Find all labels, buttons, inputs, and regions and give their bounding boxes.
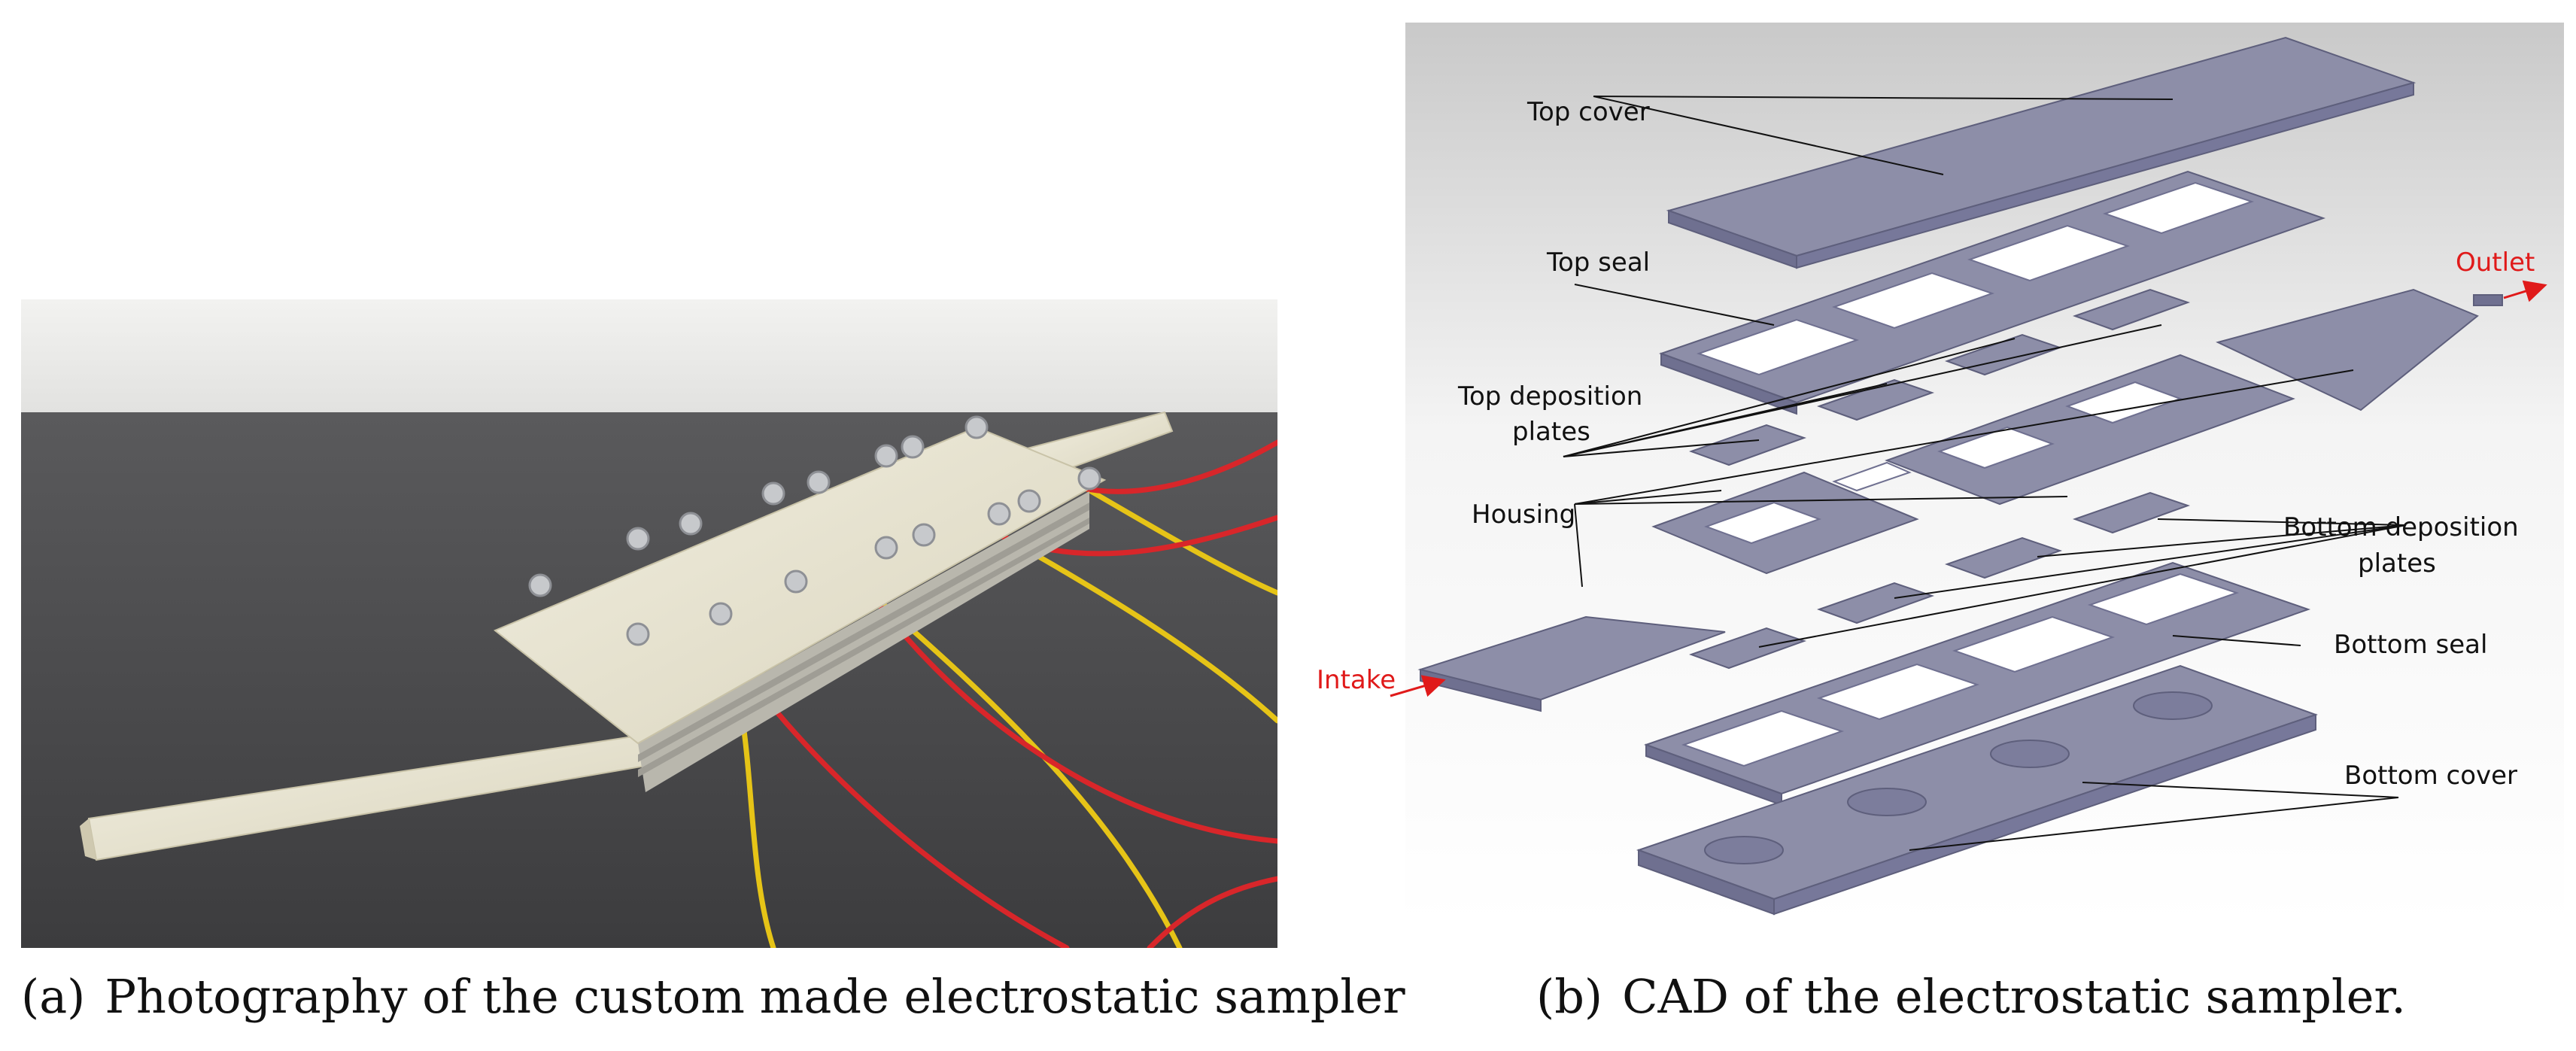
label-bottom-deposition-plates: plates bbox=[2358, 548, 2436, 579]
label-bottom-deposition: Bottom deposition bbox=[2283, 512, 2519, 542]
caption-b-tag: (b) bbox=[1536, 969, 1603, 1024]
label-housing: Housing bbox=[1472, 500, 1575, 530]
label-intake: Intake bbox=[1317, 665, 1396, 695]
cad-bottom-plate-4 bbox=[2073, 491, 2191, 534]
caption-b-text: CAD of the electrostatic sampler. bbox=[1622, 969, 2406, 1024]
label-top-cover: Top cover bbox=[1526, 97, 1650, 127]
caption-a-text: Photography of the custom made electrost… bbox=[105, 969, 1405, 1024]
cad-top-plate-4 bbox=[2073, 288, 2191, 331]
cad-intake-arrow bbox=[1390, 675, 1446, 697]
photo-screws bbox=[528, 415, 1101, 646]
label-bottom-cover: Bottom cover bbox=[2344, 761, 2517, 791]
cad-bottom-plate-3 bbox=[1945, 536, 2063, 579]
label-top-deposition-plates: plates bbox=[1512, 417, 1590, 447]
cad-outlet-nozzle bbox=[2216, 288, 2479, 412]
caption-a: (a) Photography of the custom made electr… bbox=[21, 969, 1405, 1024]
sampler-photograph bbox=[21, 299, 1280, 951]
cad-top-plate-1 bbox=[1689, 424, 1807, 466]
label-outlet: Outlet bbox=[2456, 248, 2535, 278]
cad-leader-lines bbox=[1563, 96, 2407, 851]
cad-bottom-plate-1 bbox=[1689, 627, 1807, 670]
label-top-seal: Top seal bbox=[1546, 248, 1650, 278]
cad-exploded-view: Top cover Top seal Top deposition plates… bbox=[1315, 0, 2564, 948]
cad-outlet-arrow bbox=[2503, 280, 2547, 302]
photo-wall bbox=[21, 299, 1277, 412]
label-top-deposition: Top deposition bbox=[1457, 381, 1642, 412]
label-bottom-seal: Bottom seal bbox=[2334, 630, 2487, 660]
caption-a-tag: (a) bbox=[21, 969, 86, 1024]
cad-bottom-plate-2 bbox=[1817, 582, 1935, 624]
caption-b: (b) CAD of the electrostatic sampler. bbox=[1536, 969, 2406, 1024]
